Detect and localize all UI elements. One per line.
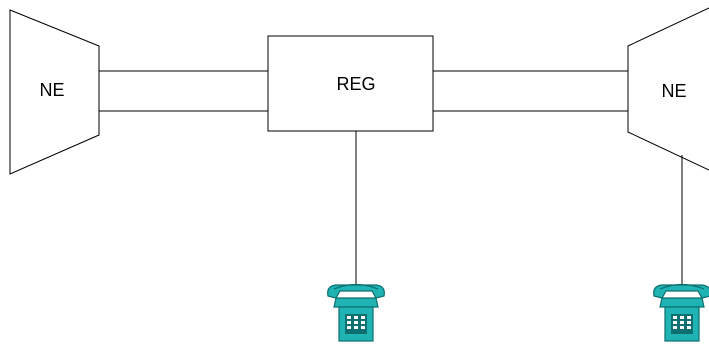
regenerator-label: REG <box>336 74 375 94</box>
right-ne-label: NE <box>661 81 686 101</box>
link-reg-to-right-ne <box>433 70 628 112</box>
telephone-icon <box>327 283 385 342</box>
left-ne-node: NE <box>9 9 100 175</box>
left-ne-shape <box>9 9 100 175</box>
telephone-icon <box>653 283 709 342</box>
link-left-ne-to-reg <box>99 70 268 112</box>
regenerator-node: REG <box>267 35 434 132</box>
right-ne-shape <box>627 7 709 171</box>
regenerator-box <box>267 35 434 132</box>
right-ne-node: NE <box>627 7 709 171</box>
left-ne-label: NE <box>39 80 64 100</box>
